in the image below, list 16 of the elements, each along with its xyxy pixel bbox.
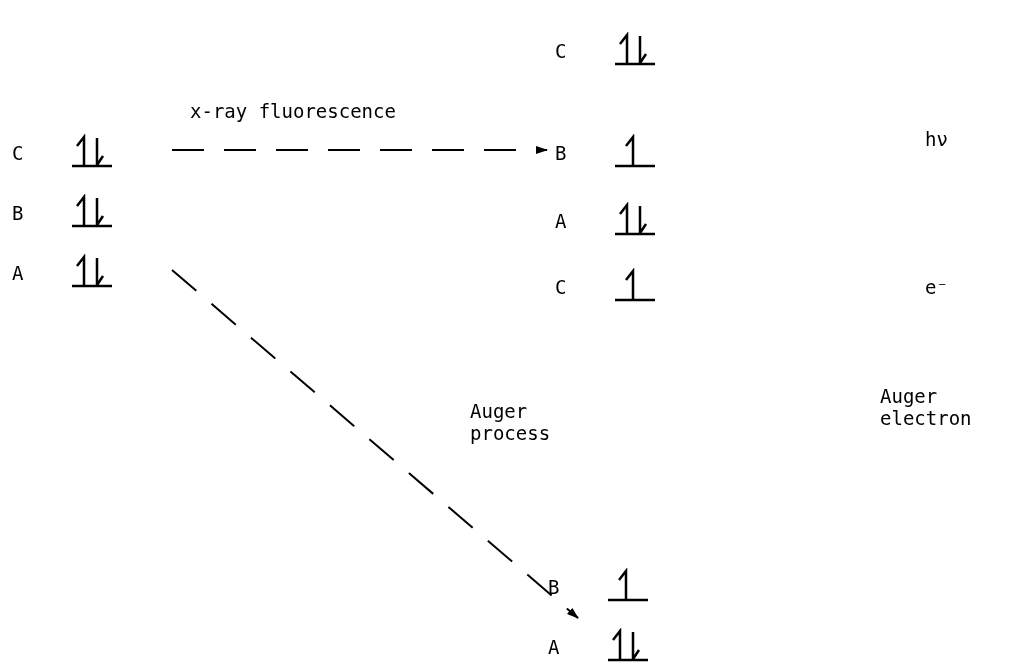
dashed-arrow	[171, 146, 548, 154]
level-label: A	[548, 636, 561, 658]
level-label: C	[12, 142, 25, 164]
electron-label: e⁻	[925, 276, 948, 298]
note-label: Auger electron	[880, 385, 973, 429]
level-label: B	[555, 142, 568, 164]
level-label: C	[555, 276, 568, 298]
dashed-arrow	[171, 269, 579, 619]
photon-label: hν	[925, 128, 948, 150]
level-label: A	[12, 262, 25, 284]
level-label: C	[555, 40, 568, 62]
edge-label: x-ray fluorescence	[190, 100, 396, 122]
level-label: A	[555, 210, 568, 232]
edge-label: Auger process	[470, 400, 552, 444]
level-label: B	[548, 576, 561, 598]
level-label: B	[12, 202, 25, 224]
